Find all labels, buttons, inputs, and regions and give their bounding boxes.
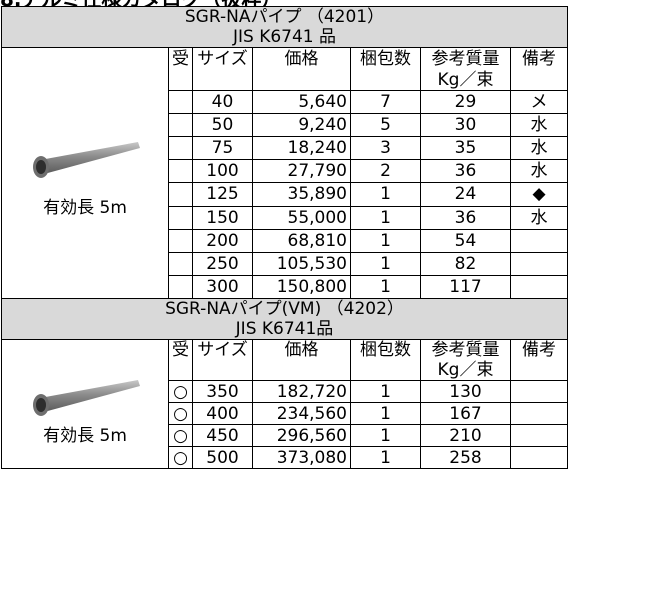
table-row: ○ 500 373,080 1 258 — [2, 446, 568, 469]
section-title: SGR-NAパイプ(VM) （4202） — [1, 298, 568, 319]
section-standard: JIS K6741 品 — [1, 27, 568, 48]
pipe-image — [33, 142, 140, 178]
section-standard: JIS K6741品 — [1, 319, 568, 340]
section-header: SGR-NAパイプ(VM) （4202） — [1, 298, 568, 319]
header-bundle: 梱包数 — [350, 339, 421, 360]
column-header-row: 有効長 5m 受 サイズ 価格 梱包数 参考質量 備考 — [1, 339, 568, 469]
table-row: ○ 400 234,560 1 167 — [2, 402, 568, 425]
effective-length-label: 有効長 5m — [43, 198, 127, 218]
table-row: 250 105,530 1 82 — [2, 251, 568, 276]
header-size: サイズ — [192, 339, 253, 360]
header-bundle: 梱包数 — [350, 47, 421, 70]
header-price: 価格 — [252, 47, 351, 70]
page-title: 8.アルミ仕様カタログ（抜粋） — [0, 0, 667, 8]
header-receive: 受 — [168, 339, 193, 360]
header-weight: 参考質量 — [420, 47, 511, 70]
table-row: 150 55,000 1 36 水 — [2, 205, 568, 230]
header-price: 価格 — [252, 339, 351, 360]
section-subheader: JIS K6741品 — [1, 319, 568, 340]
table-row: 125 35,890 1 24 ◆ — [2, 182, 568, 207]
header-receive: 受 — [168, 47, 193, 70]
product-cell: 有効長 5m — [1, 47, 169, 299]
product-cell: 有効長 5m — [1, 339, 169, 469]
table-row: 300 150,800 1 117 — [2, 274, 568, 300]
header-size: サイズ — [192, 47, 253, 70]
column-header-row: 有効長 5m 受 サイズ 価格 梱包数 参考質量 備考 — [1, 47, 568, 299]
header-weight-unit: Kg／束 — [420, 360, 511, 381]
table-row: ○ 350 182,720 1 130 — [2, 380, 568, 403]
table-row: 100 27,790 2 36 水 — [2, 159, 568, 184]
table-row: 200 68,810 1 54 — [2, 228, 568, 253]
section-subheader: JIS K6741 品 — [1, 27, 568, 48]
table-row: 40 5,640 7 29 メ — [2, 90, 568, 115]
column-header-row-2: Kg／束 — [2, 360, 568, 381]
header-weight: 参考質量 — [420, 339, 511, 360]
catalog-table: SGR-NAパイプ （4201） JIS K6741 品 — [1, 6, 568, 469]
header-remarks: 備考 — [510, 47, 568, 70]
section-title: SGR-NAパイプ （4201） — [1, 6, 568, 27]
header-remarks: 備考 — [510, 339, 568, 360]
section-header: SGR-NAパイプ （4201） — [1, 6, 568, 27]
table-row: 75 18,240 3 35 水 — [2, 136, 568, 161]
effective-length-label: 有効長 5m — [43, 426, 127, 446]
pipe-image — [33, 380, 140, 416]
header-weight-unit: Kg／束 — [420, 69, 511, 92]
